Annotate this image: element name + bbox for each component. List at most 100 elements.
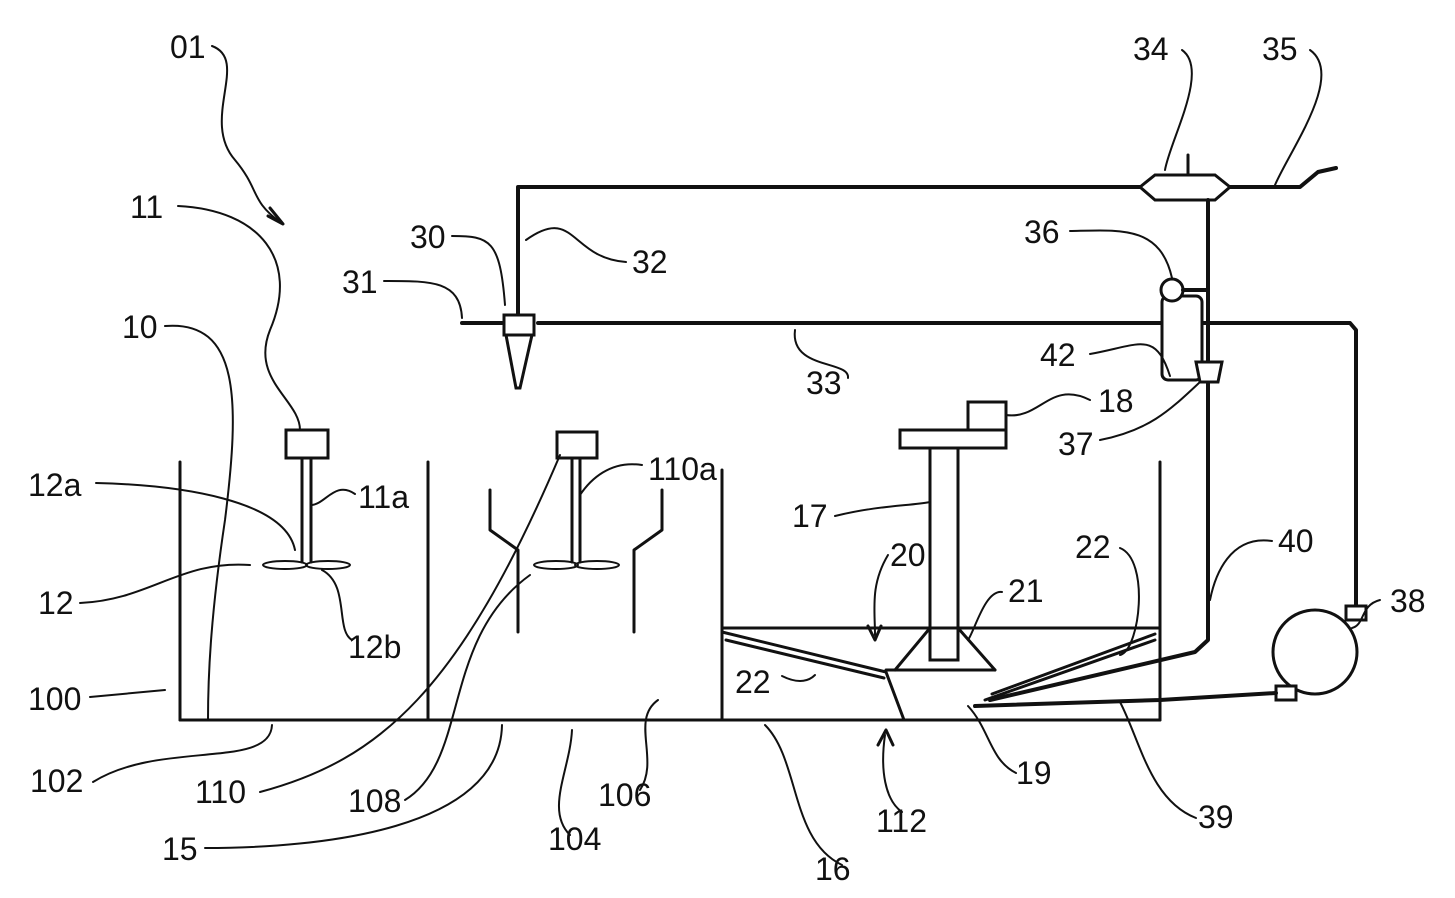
leader-110 bbox=[259, 454, 561, 793]
impeller-second-right bbox=[574, 560, 620, 570]
leader-22a bbox=[1119, 547, 1140, 656]
arrow-20 bbox=[866, 624, 883, 642]
leader-12 bbox=[79, 563, 251, 604]
impeller-second-left bbox=[533, 560, 579, 570]
leader-01 bbox=[211, 45, 281, 223]
clarifier bbox=[720, 400, 1162, 722]
label-34: 34 bbox=[1133, 31, 1169, 67]
label-108: 108 bbox=[348, 783, 401, 819]
label-42: 42 bbox=[1040, 337, 1076, 373]
cone-inner-right bbox=[956, 626, 997, 672]
label-15: 15 bbox=[162, 831, 198, 867]
leader-18 bbox=[1005, 393, 1091, 417]
leader-32 bbox=[525, 227, 627, 263]
cone-left-outer bbox=[720, 630, 906, 722]
leader-12b bbox=[321, 569, 353, 641]
label-102: 102 bbox=[30, 763, 83, 799]
leader-22b bbox=[781, 674, 816, 682]
label-37: 37 bbox=[1058, 426, 1094, 462]
tank-structure bbox=[178, 460, 1162, 722]
label-22-left: 22 bbox=[735, 664, 771, 700]
leader-16 bbox=[764, 724, 843, 866]
label-17: 17 bbox=[792, 498, 828, 534]
piping bbox=[460, 153, 1368, 708]
leader-17 bbox=[834, 501, 931, 517]
separator-34 bbox=[1137, 173, 1233, 202]
leader-11a bbox=[310, 488, 356, 506]
motor-110 bbox=[555, 430, 599, 460]
pipe-39 bbox=[973, 691, 1278, 708]
label-31: 31 bbox=[342, 264, 378, 300]
cyclone-30-cone bbox=[504, 333, 534, 390]
leader-11 bbox=[177, 205, 301, 431]
label-12a: 12a bbox=[28, 467, 82, 503]
label-22-top: 22 bbox=[1075, 529, 1111, 565]
leader-12a bbox=[95, 482, 296, 551]
drive-motor-18 bbox=[966, 400, 1008, 432]
pipe-33 bbox=[536, 321, 1358, 610]
reference-labels: 01 11 10 11a 12a 12 12b 100 102 110 15 1… bbox=[28, 29, 1426, 887]
draft-tube-left bbox=[488, 488, 520, 634]
drive-plate-18 bbox=[898, 428, 1008, 450]
label-10: 10 bbox=[122, 309, 158, 345]
impeller-12-right bbox=[305, 560, 351, 570]
label-18: 18 bbox=[1098, 383, 1134, 419]
pipe-40 bbox=[988, 198, 1210, 702]
label-32: 32 bbox=[632, 244, 668, 280]
cone-inner-left bbox=[893, 626, 932, 672]
label-33: 33 bbox=[806, 365, 842, 401]
label-106: 106 bbox=[598, 777, 651, 813]
label-01: 01 bbox=[170, 29, 206, 65]
leader-39 bbox=[1119, 701, 1197, 819]
leader-21 bbox=[967, 591, 1003, 641]
center-column-17 bbox=[928, 446, 960, 662]
leader-19 bbox=[967, 705, 1017, 774]
pump-38-outlet bbox=[1274, 684, 1298, 702]
mixer-11 bbox=[262, 428, 351, 570]
label-11: 11 bbox=[130, 189, 163, 225]
arrow-01 bbox=[266, 206, 285, 226]
leader-15 bbox=[204, 724, 503, 849]
label-11a: 11a bbox=[358, 479, 409, 515]
label-100: 100 bbox=[28, 681, 81, 717]
pipe-35 bbox=[1228, 166, 1338, 189]
leader-104 bbox=[557, 729, 573, 836]
draft-tube-right bbox=[632, 488, 664, 634]
label-40: 40 bbox=[1278, 523, 1314, 559]
label-19: 19 bbox=[1016, 755, 1052, 791]
label-12b: 12b bbox=[348, 629, 401, 665]
label-30: 30 bbox=[410, 219, 446, 255]
scraper-arm-22-b bbox=[983, 638, 1157, 702]
leader-31 bbox=[383, 279, 463, 319]
leader-30 bbox=[451, 235, 506, 306]
valve-36 bbox=[1159, 277, 1185, 303]
label-16: 16 bbox=[815, 851, 851, 887]
leader-36 bbox=[1069, 229, 1173, 279]
leader-10 bbox=[164, 324, 234, 721]
leader-20 bbox=[873, 554, 889, 636]
label-12: 12 bbox=[38, 585, 74, 621]
label-39: 39 bbox=[1198, 799, 1234, 835]
pipe-top bbox=[516, 185, 1142, 317]
leader-110a bbox=[579, 463, 643, 496]
label-104: 104 bbox=[548, 821, 601, 857]
label-110: 110 bbox=[195, 774, 246, 810]
label-112: 112 bbox=[876, 803, 927, 839]
leader-42 bbox=[1089, 343, 1171, 377]
label-38: 38 bbox=[1390, 583, 1426, 619]
leader-37 bbox=[1099, 381, 1201, 441]
label-110a: 110a bbox=[648, 451, 717, 487]
label-36: 36 bbox=[1024, 214, 1060, 250]
leader-40 bbox=[1209, 539, 1273, 601]
leader-lines bbox=[79, 45, 1381, 866]
valve-37 bbox=[1194, 360, 1224, 384]
scraper-arm-22 bbox=[990, 632, 1157, 696]
leader-33 bbox=[793, 329, 850, 379]
leader-38 bbox=[1351, 599, 1381, 629]
leader-106 bbox=[639, 699, 659, 791]
pump-38 bbox=[1271, 608, 1359, 696]
cone-left-inner bbox=[724, 638, 886, 680]
impeller-12-left bbox=[262, 560, 308, 570]
leader-34 bbox=[1164, 49, 1193, 171]
